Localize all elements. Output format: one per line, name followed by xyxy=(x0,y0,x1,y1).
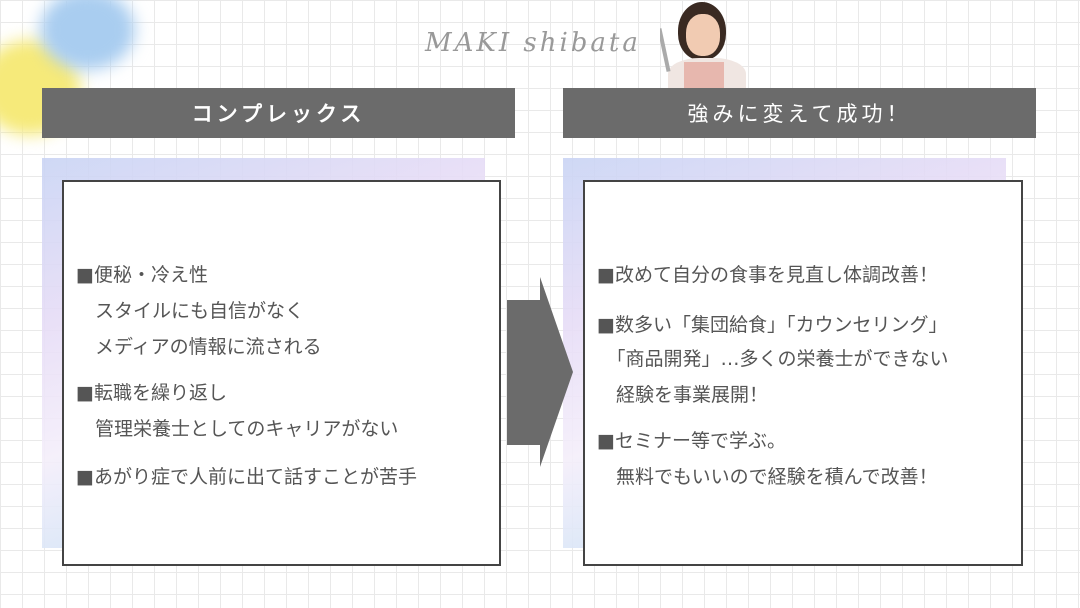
complex-item: ■便秘・冷え性 xyxy=(76,264,208,286)
complex-item: スタイルにも自信がなく xyxy=(76,300,305,322)
complex-box xyxy=(62,180,501,566)
success-item: 無料でもいいので経験を積んで改善！ xyxy=(597,466,938,488)
success-item: 経験を事業展開！ xyxy=(597,384,769,406)
complex-item: ■あがり症で人前に出て話すことが苦手 xyxy=(76,466,417,488)
right-arrow-icon xyxy=(507,277,573,467)
success-box xyxy=(583,180,1023,566)
complex-item: 管理栄養士としてのキャリアがない xyxy=(76,418,399,440)
complex-item: ■転職を繰り返し xyxy=(76,382,227,404)
signature-logo: MAKI shibata xyxy=(425,28,641,58)
success-item: 「商品開発」…多くの栄養士ができない xyxy=(597,348,949,370)
portrait-photo xyxy=(660,0,750,88)
watercolor-blue xyxy=(40,0,135,70)
success-item: ■改めて自分の食事を見直し体調改善！ xyxy=(597,264,938,286)
success-header: 強みに変えて成功！ xyxy=(563,88,1036,138)
complex-header: コンプレックス xyxy=(42,88,515,138)
success-item: ■セミナー等で学ぶ。 xyxy=(597,430,786,452)
complex-item: メディアの情報に流される xyxy=(76,336,322,358)
success-item: ■数多い「集団給食」「カウンセリング」 xyxy=(597,314,948,336)
